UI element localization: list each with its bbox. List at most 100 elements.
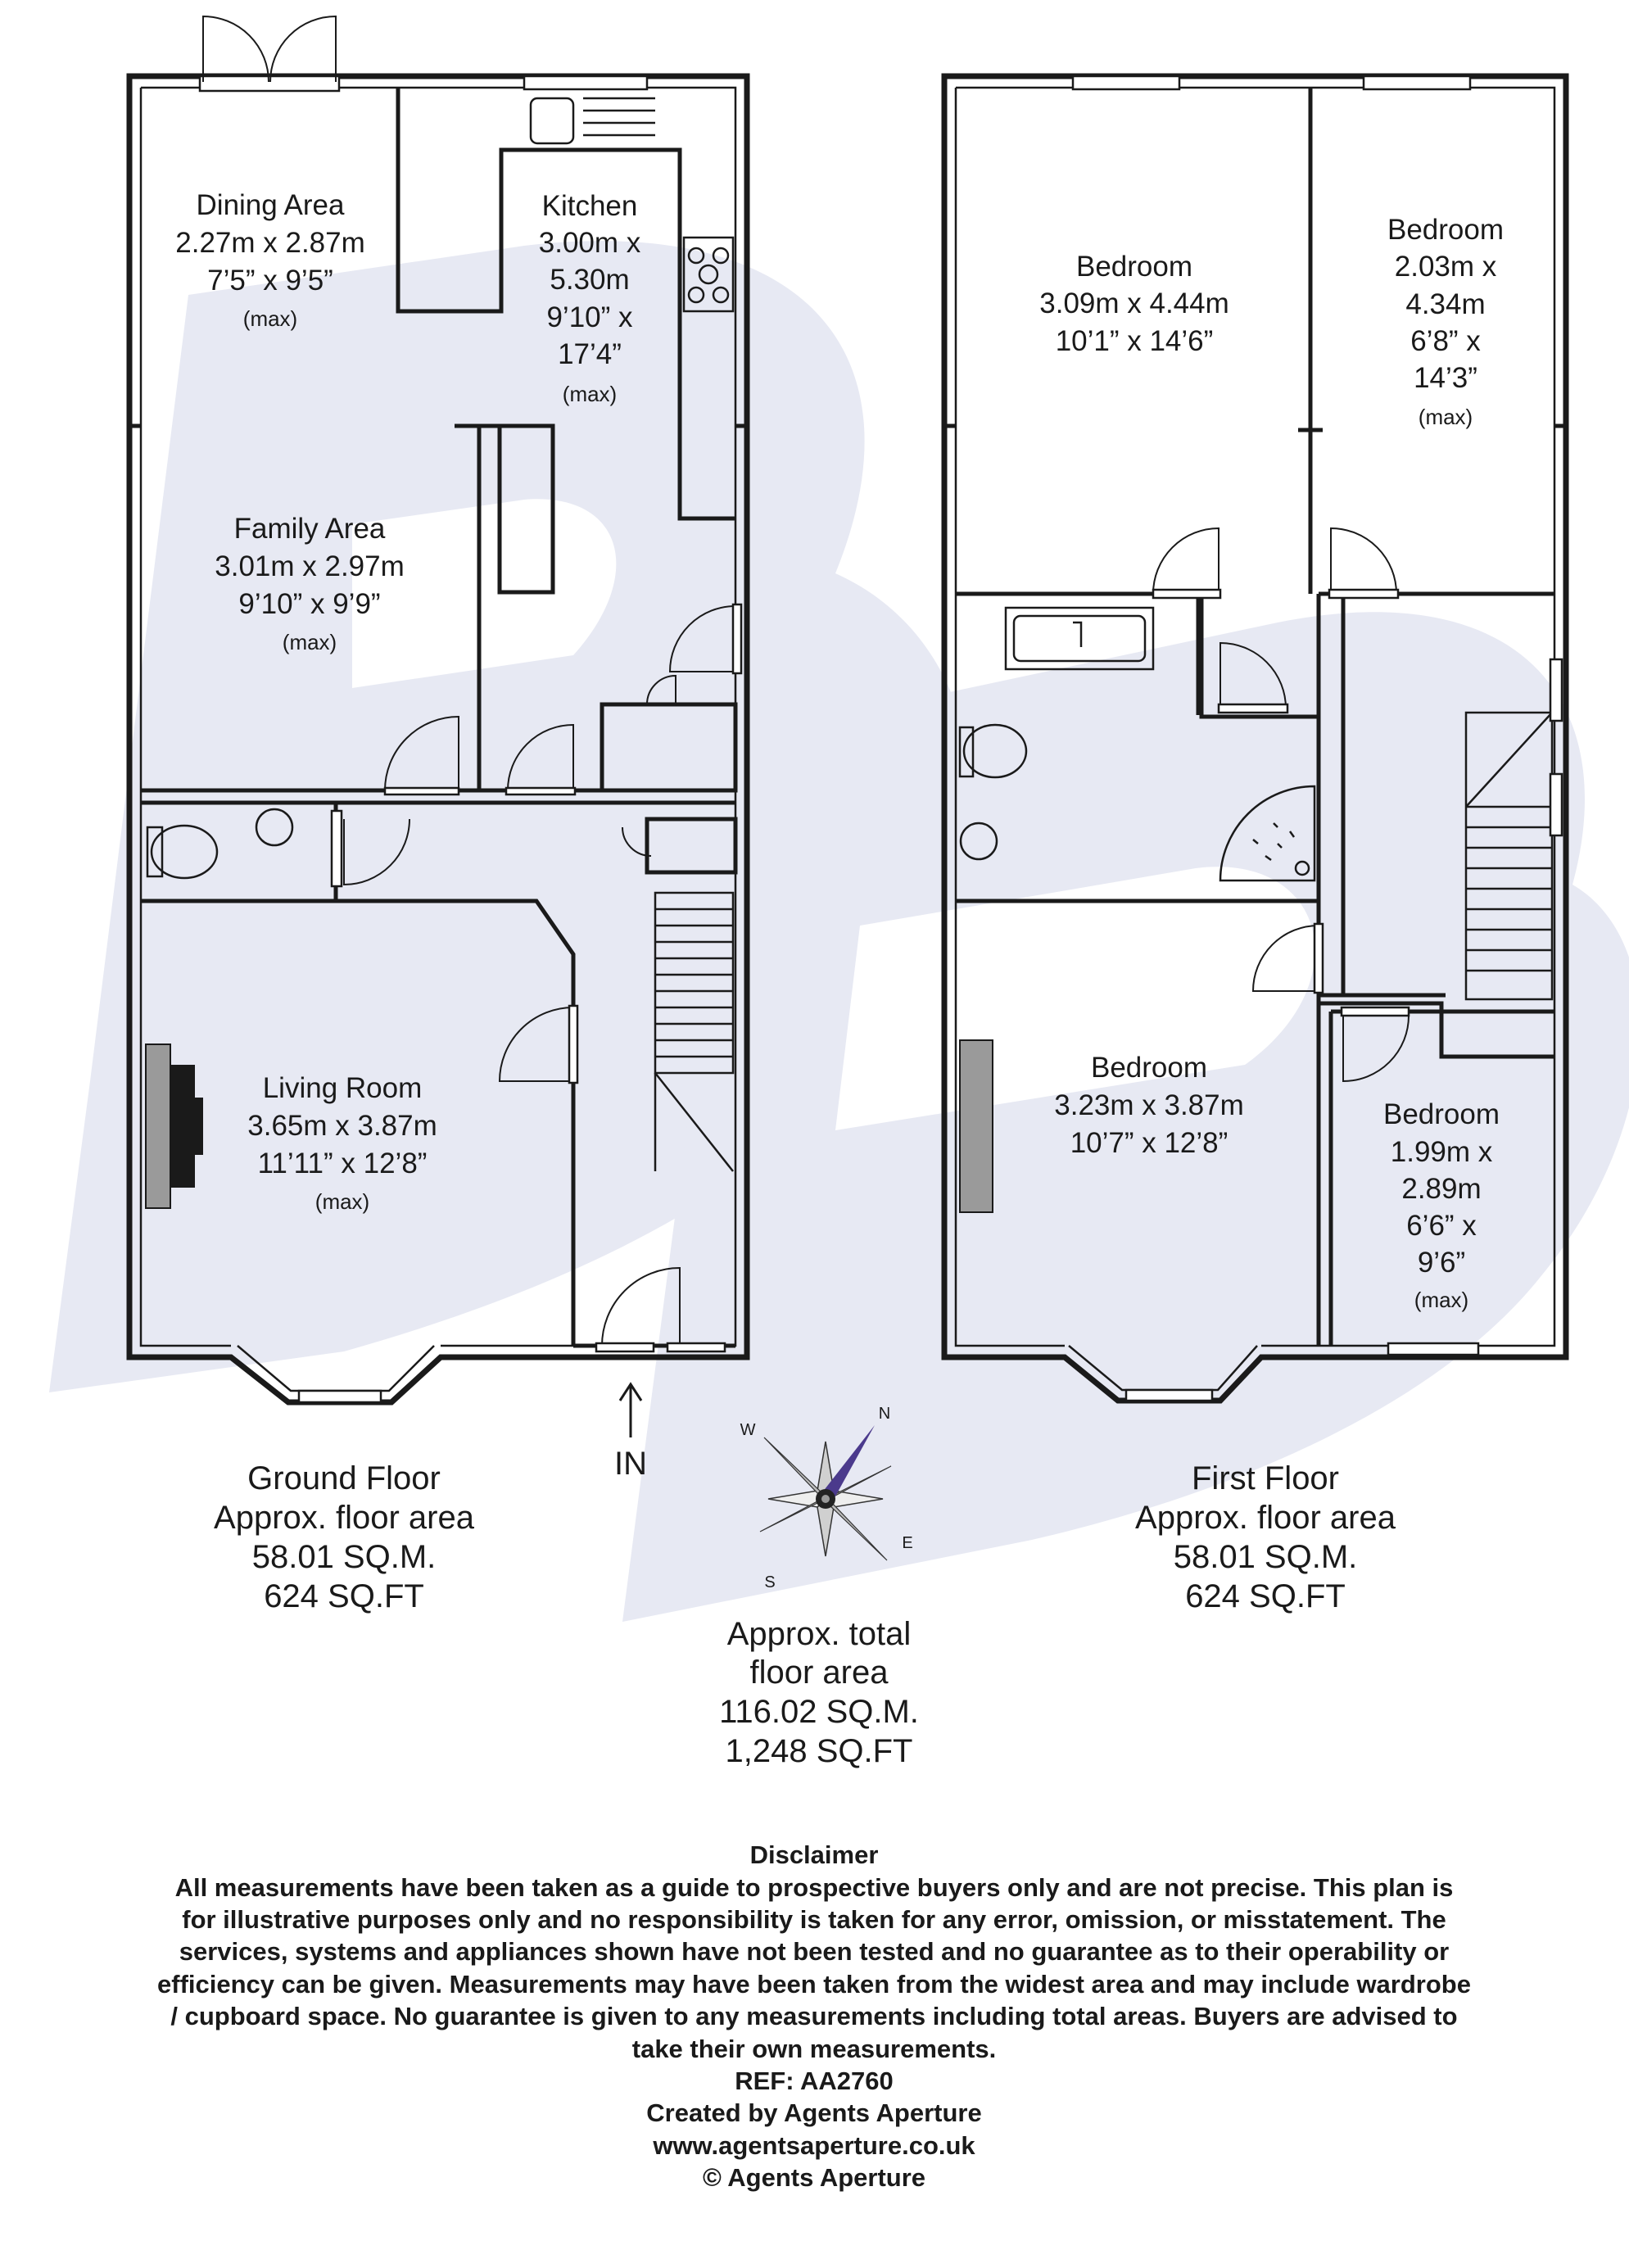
room-bedroom-1-name: Bedroom <box>1076 251 1192 283</box>
total-area: Approx. total floor area 116.02 SQ.M. 1,… <box>719 1616 919 1769</box>
bay-window <box>297 1389 382 1404</box>
room-bedroom-1-metric: 3.09m x 4.44m <box>1039 287 1229 319</box>
compass-needle <box>822 1425 875 1502</box>
disclaimer-line: services, systems and appliances shown h… <box>179 1937 1449 1966</box>
disclaimer: Disclaimer All measurements have been ta… <box>157 1840 1471 2192</box>
room-bedroom-3-name: Bedroom <box>1091 1052 1207 1084</box>
room-bedroom-2-metric-a: 2.03m x <box>1395 251 1497 283</box>
bedroom-rear-window <box>1387 1342 1480 1356</box>
room-family-imperial: 9’10” x 9’9” <box>238 588 380 620</box>
total-sqm: 116.02 SQ.M. <box>719 1694 919 1730</box>
room-family-metric: 3.01m x 2.97m <box>215 550 405 582</box>
room-bedroom-4-name: Bedroom <box>1383 1098 1500 1130</box>
bath <box>1004 606 1155 671</box>
room-dining-name: Dining Area <box>197 189 345 221</box>
room-bedroom-4: Bedroom 1.99m x 2.89m 6’6” x 9’6” (max) <box>1383 1098 1500 1312</box>
fireplace <box>170 1065 203 1188</box>
room-bedroom-1-imperial: 10’1” x 14’6” <box>1056 325 1214 357</box>
entrance-arrow <box>618 1382 643 1437</box>
room-dining-imperial: 7’5” x 9’5” <box>207 265 333 297</box>
room-dining-note: (max) <box>243 306 297 331</box>
total-line-1: Approx. total <box>727 1616 912 1652</box>
first-floor-outer-wall <box>941 73 1569 1404</box>
fireplace-hearth <box>145 1043 171 1209</box>
compass-rose: N E S W <box>740 1405 913 1591</box>
ground-wc <box>150 824 219 880</box>
compass-w: W <box>740 1421 756 1439</box>
kitchen-hob <box>682 236 735 313</box>
room-bedroom-2-metric-b: 4.34m <box>1405 288 1485 320</box>
first-floor-bay-window <box>1124 1388 1214 1402</box>
first-floor-area-label: Approx. floor area <box>1135 1500 1396 1536</box>
room-kitchen-imperial-a: 9’10” x <box>546 301 633 333</box>
entrance-label: IN <box>614 1446 647 1482</box>
first-fireplace <box>959 1039 993 1213</box>
room-bedroom-3-metric: 3.23m x 3.87m <box>1054 1089 1244 1121</box>
disclaimer-line: take their own measurements. <box>632 2035 997 2063</box>
bedroom-front-window <box>1071 75 1181 91</box>
ground-stairs <box>654 891 735 1172</box>
first-wc <box>962 723 1028 779</box>
room-bedroom-4-metric-b: 2.89m <box>1401 1173 1481 1205</box>
disclaimer-title: Disclaimer <box>750 1840 879 1869</box>
room-bedroom-1: Bedroom 3.09m x 4.44m 10’1” x 14’6” <box>1039 251 1229 357</box>
room-kitchen-metric-b: 5.30m <box>550 264 629 296</box>
room-bedroom-2-imperial-b: 14’3” <box>1414 362 1477 394</box>
room-family: Family Area 3.01m x 2.97m 9’10” x 9’9” (… <box>215 513 405 654</box>
room-kitchen-metric-a: 3.00m x <box>539 227 641 259</box>
first-floor-plan: Bedroom 3.09m x 4.44m 10’1” x 14’6” Bedr… <box>941 73 1569 1614</box>
ground-floor-area-sqm: 58.01 SQ.M. <box>252 1539 437 1575</box>
first-floor-title: First Floor <box>1192 1460 1339 1496</box>
room-bedroom-4-imperial-a: 6’6” x <box>1406 1210 1477 1242</box>
room-living-imperial: 11’11” x 12’8” <box>258 1148 428 1179</box>
disclaimer-line: for illustrative purposes only and no re… <box>182 1905 1446 1934</box>
disclaimer-website: www.agentsaperture.co.uk <box>652 2131 975 2160</box>
room-living-metric: 3.65m x 3.87m <box>247 1110 437 1142</box>
disclaimer-created-by: Created by Agents Aperture <box>646 2098 981 2127</box>
room-bedroom-2-name: Bedroom <box>1387 214 1504 246</box>
compass-n: N <box>879 1405 890 1423</box>
ground-floor-summary: Ground Floor Approx. floor area 58.01 SQ… <box>214 1460 475 1614</box>
ground-floor-area-sqft: 624 SQ.FT <box>264 1578 424 1614</box>
room-kitchen-note: (max) <box>563 382 617 406</box>
ground-floor-outer-wall <box>126 73 750 1406</box>
kitchen-window <box>523 75 649 91</box>
bedroom-small-window <box>1362 75 1472 91</box>
room-kitchen-name: Kitchen <box>542 190 638 222</box>
total-line-2: floor area <box>750 1655 889 1691</box>
room-family-name: Family Area <box>234 513 386 545</box>
room-family-note: (max) <box>283 630 337 654</box>
first-stairs <box>1464 658 1563 1001</box>
room-bedroom-2-imperial-a: 6’8” x <box>1410 325 1481 357</box>
first-basin <box>959 822 998 861</box>
room-bedroom-4-metric-a: 1.99m x <box>1391 1136 1493 1168</box>
ground-doors <box>330 603 743 1353</box>
compass-e: E <box>902 1534 912 1552</box>
total-sqft: 1,248 SQ.FT <box>726 1733 913 1769</box>
disclaimer-ref: REF: AA2760 <box>735 2067 894 2095</box>
room-bedroom-4-imperial-b: 9’6” <box>1418 1247 1465 1279</box>
patio-door-frame <box>198 75 341 93</box>
first-floor-doors <box>1152 527 1410 1083</box>
room-bedroom-3-imperial: 10’7” x 12’8” <box>1070 1127 1229 1159</box>
first-floor-area-sqft: 624 SQ.FT <box>1185 1578 1346 1614</box>
kitchen-sink <box>529 97 575 145</box>
room-bedroom-2: Bedroom 2.03m x 4.34m 6’8” x 14’3” (max) <box>1387 214 1504 429</box>
disclaimer-copyright: © Agents Aperture <box>703 2163 925 2192</box>
ground-floor-area-label: Approx. floor area <box>214 1500 475 1536</box>
room-living-name: Living Room <box>263 1072 423 1104</box>
ground-floor-title: Ground Floor <box>247 1460 441 1496</box>
room-kitchen-imperial-b: 17’4” <box>558 338 622 370</box>
room-dining: Dining Area 2.27m x 2.87m 7’5” x 9’5” (m… <box>175 189 365 331</box>
disclaimer-line: / cupboard space. No guarantee is given … <box>170 2002 1457 2030</box>
shower <box>1219 785 1316 882</box>
watermark-logo <box>49 241 1629 1622</box>
room-bedroom-3: Bedroom 3.23m x 3.87m 10’7” x 12’8” <box>1054 1052 1244 1159</box>
compass-s: S <box>764 1573 775 1591</box>
first-floor-summary: First Floor Approx. floor area 58.01 SQ.… <box>1135 1460 1396 1614</box>
room-bedroom-2-note: (max) <box>1419 405 1473 429</box>
first-floor-area-sqm: 58.01 SQ.M. <box>1174 1539 1358 1575</box>
ground-basin <box>255 808 294 847</box>
room-dining-metric: 2.27m x 2.87m <box>175 227 365 259</box>
